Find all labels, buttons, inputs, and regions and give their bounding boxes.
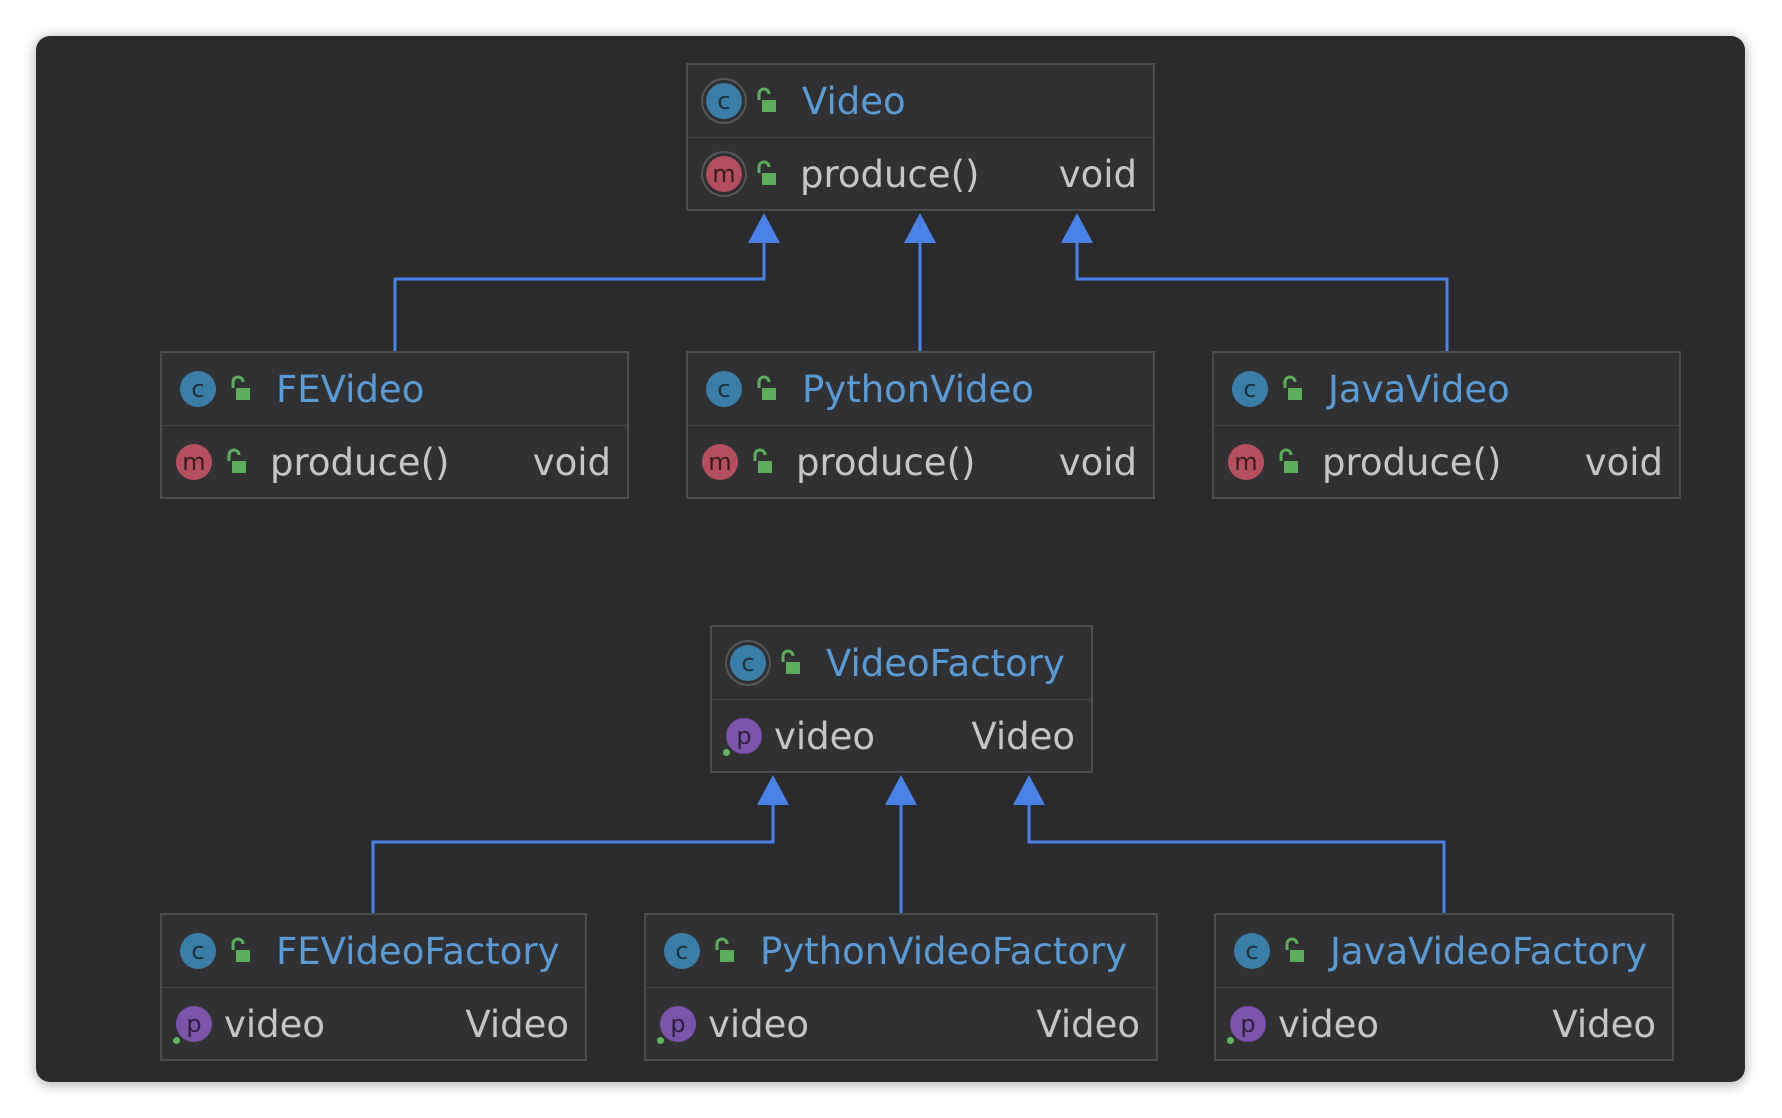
unlocked-padlock-icon xyxy=(781,649,800,674)
inheritance-arrowhead-pythonvideofactory xyxy=(885,775,917,805)
class-icon: c xyxy=(1232,371,1268,407)
class-member-row: p video Video xyxy=(162,988,585,1060)
class-header: c PythonVideo xyxy=(688,353,1153,426)
property-name: video xyxy=(224,1002,326,1046)
method-icon: m xyxy=(176,444,212,480)
method-name: produce() xyxy=(796,440,976,484)
unlocked-padlock-icon xyxy=(231,375,250,400)
class-icon: c xyxy=(180,933,216,969)
unlocked-padlock-icon xyxy=(757,160,776,185)
class-member-row: p video Video xyxy=(712,700,1091,772)
abstract-class-icon: c xyxy=(706,83,742,119)
class-header: c JavaVideoFactory xyxy=(1216,915,1672,988)
inheritance-arrowhead-javavideo xyxy=(1061,213,1093,243)
class-fevideofactory[interactable]: c FEVideoFactory p video Video xyxy=(160,913,587,1061)
class-icon: c xyxy=(180,371,216,407)
method-icon: m xyxy=(702,444,738,480)
property-type: Video xyxy=(465,1002,569,1046)
class-member-row: m produce() void xyxy=(162,426,627,498)
inheritance-arrowhead-pythonvideo xyxy=(904,213,936,243)
unlocked-padlock-icon xyxy=(753,448,772,473)
property-type: Video xyxy=(971,714,1075,758)
class-icon: c xyxy=(706,371,742,407)
class-fevideo[interactable]: c FEVideo m produce() void xyxy=(160,351,629,499)
unlocked-padlock-icon xyxy=(1285,937,1304,962)
class-pythonvideofactory[interactable]: c PythonVideoFactory p video Video xyxy=(644,913,1158,1061)
class-video[interactable]: c Video m produce() void xyxy=(686,63,1155,211)
inheritance-line-fevideo xyxy=(393,240,766,351)
method-name: produce() xyxy=(1322,440,1502,484)
inheritance-line-javavideofactory xyxy=(1027,802,1446,913)
property-icon: p xyxy=(173,1006,212,1044)
class-name: Video xyxy=(802,79,906,123)
class-member-row: p video Video xyxy=(1216,988,1672,1060)
class-member-row: m produce() void xyxy=(688,138,1153,210)
class-name: JavaVideo xyxy=(1328,367,1510,411)
method-icon: m xyxy=(1228,444,1264,480)
inheritance-line-fevideofactory xyxy=(371,802,775,913)
class-header: c Video xyxy=(688,65,1153,138)
return-type: void xyxy=(532,440,611,484)
class-member-row: p video Video xyxy=(646,988,1156,1060)
class-javavideofactory[interactable]: c JavaVideoFactory p video Video xyxy=(1214,913,1674,1061)
class-member-row: m produce() void xyxy=(688,426,1153,498)
inheritance-arrowhead-fevideofactory xyxy=(757,775,789,805)
class-header: c FEVideo xyxy=(162,353,627,426)
class-javavideo[interactable]: c JavaVideo m produce() void xyxy=(1212,351,1681,499)
property-icon: p xyxy=(1227,1006,1266,1044)
class-name: PythonVideo xyxy=(802,367,1034,411)
unlocked-padlock-icon xyxy=(231,937,250,962)
class-header: c FEVideoFactory xyxy=(162,915,585,988)
class-icon: c xyxy=(664,933,700,969)
inheritance-arrowhead-fevideo xyxy=(748,213,780,243)
class-name: FEVideo xyxy=(276,367,425,411)
class-videofactory[interactable]: c VideoFactory p video Video xyxy=(710,625,1093,773)
method-name: produce() xyxy=(270,440,450,484)
property-type: Video xyxy=(1036,1002,1140,1046)
class-name: FEVideoFactory xyxy=(276,929,560,973)
class-icon: c xyxy=(1234,933,1270,969)
class-pythonvideo[interactable]: c PythonVideo m produce() void xyxy=(686,351,1155,499)
abstract-method-icon: m xyxy=(706,156,742,192)
return-type: void xyxy=(1584,440,1663,484)
unlocked-padlock-icon xyxy=(715,937,734,962)
unlocked-padlock-icon xyxy=(757,375,776,400)
property-name: video xyxy=(774,714,876,758)
unlocked-padlock-icon xyxy=(1279,448,1298,473)
return-type: void xyxy=(1058,152,1137,196)
inheritance-arrowhead-javavideofactory xyxy=(1013,775,1045,805)
class-name: PythonVideoFactory xyxy=(760,929,1128,973)
class-name: JavaVideoFactory xyxy=(1330,929,1647,973)
property-name: video xyxy=(708,1002,810,1046)
property-name: video xyxy=(1278,1002,1380,1046)
class-header: c JavaVideo xyxy=(1214,353,1679,426)
class-member-row: m produce() void xyxy=(1214,426,1679,498)
method-name: produce() xyxy=(800,152,980,196)
class-header: c PythonVideoFactory xyxy=(646,915,1156,988)
property-type: Video xyxy=(1552,1002,1656,1046)
class-name: VideoFactory xyxy=(826,641,1065,685)
unlocked-padlock-icon xyxy=(227,448,246,473)
unlocked-padlock-icon xyxy=(1283,375,1302,400)
property-icon: p xyxy=(723,718,762,756)
inheritance-line-javavideo xyxy=(1075,240,1449,351)
abstract-class-icon: c xyxy=(730,645,766,681)
unlocked-padlock-icon xyxy=(757,87,776,112)
return-type: void xyxy=(1058,440,1137,484)
property-icon: p xyxy=(657,1006,696,1044)
class-header: c VideoFactory xyxy=(712,627,1091,700)
